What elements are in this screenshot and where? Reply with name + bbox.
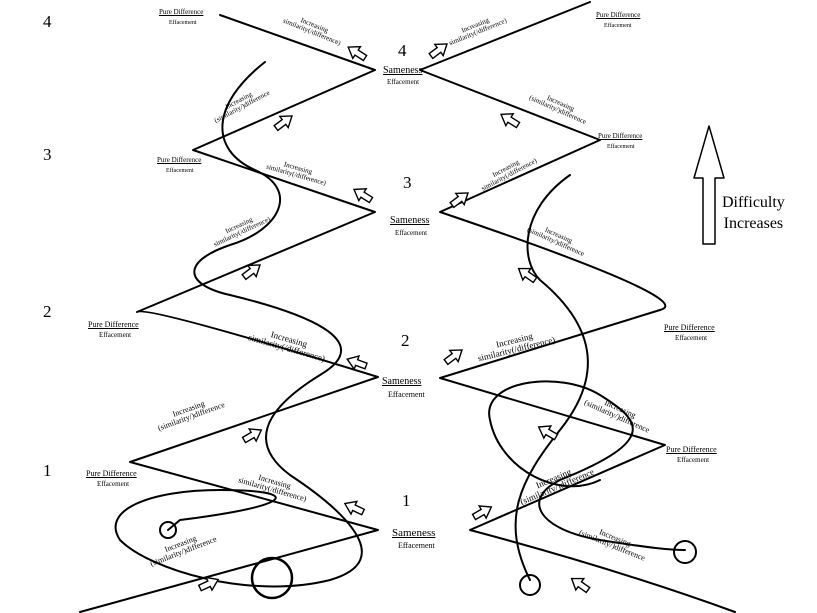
effacement-label: Effacement [99,331,132,339]
pure-difference-label: Pure Difference [598,132,643,140]
pure-difference-label: Pure Difference [159,8,204,16]
increases-word: Increases [723,214,784,232]
direction-arrow [496,107,523,132]
pure-difference-label: Pure Difference [666,445,717,454]
level-number-left-4: 4 [43,12,52,31]
right-bottom-circle [519,574,541,596]
direction-arrow [349,182,376,207]
sameness-label: Sameness [383,65,423,76]
effacement-label: Effacement [97,480,130,488]
effacement-label: Effacement [677,456,710,464]
pure-difference-label: Pure Difference [157,156,202,164]
sameness-label: Sameness [382,376,422,387]
left-zigzag-line [79,14,379,613]
large-bottom-circle [250,556,294,600]
right-loop-curve [488,380,686,551]
left-wavy-curve [114,61,363,588]
effacement-label: Effacement [675,334,708,342]
level-number-center-1: 1 [402,491,411,510]
level-number-center-3: 3 [403,173,412,192]
left-loop-end-circle [159,521,177,539]
level-number-center-2: 2 [401,331,410,350]
direction-arrow [441,343,467,369]
effacement-label: Effacement [607,144,635,150]
right-zigzag-line [419,1,736,613]
direction-arrow [534,420,561,444]
effacement-label: Effacement [388,390,425,399]
effacement-label: Effacement [387,78,420,86]
pure-difference-label: Pure Difference [86,469,137,478]
direction-arrow [239,423,266,447]
sameness-label: Sameness [392,527,436,539]
right-loop-end-circle [673,540,697,564]
pure-difference-label: Pure Difference [88,320,139,329]
level-number-left-1: 1 [43,461,52,480]
sameness-label: Sameness [390,215,430,226]
level-number-left-2: 2 [43,302,52,321]
effacement-label: Effacement [398,541,435,550]
effacement-label: Effacement [604,23,632,29]
difficulty-word: Difficulty [722,194,785,211]
pure-difference-label: Pure Difference [664,323,715,332]
effacement-label: Effacement [395,229,428,237]
right-wavy-curve [514,174,589,581]
effacement-label: Effacement [166,168,194,174]
level-number-left-3: 3 [43,145,52,164]
direction-arrow [341,496,367,520]
effacement-label: Effacement [169,20,197,26]
level-number-center-4: 4 [398,41,407,60]
direction-arrow [566,572,593,597]
difficulty-arrow [693,125,725,245]
pure-difference-label: Pure Difference [596,11,641,19]
